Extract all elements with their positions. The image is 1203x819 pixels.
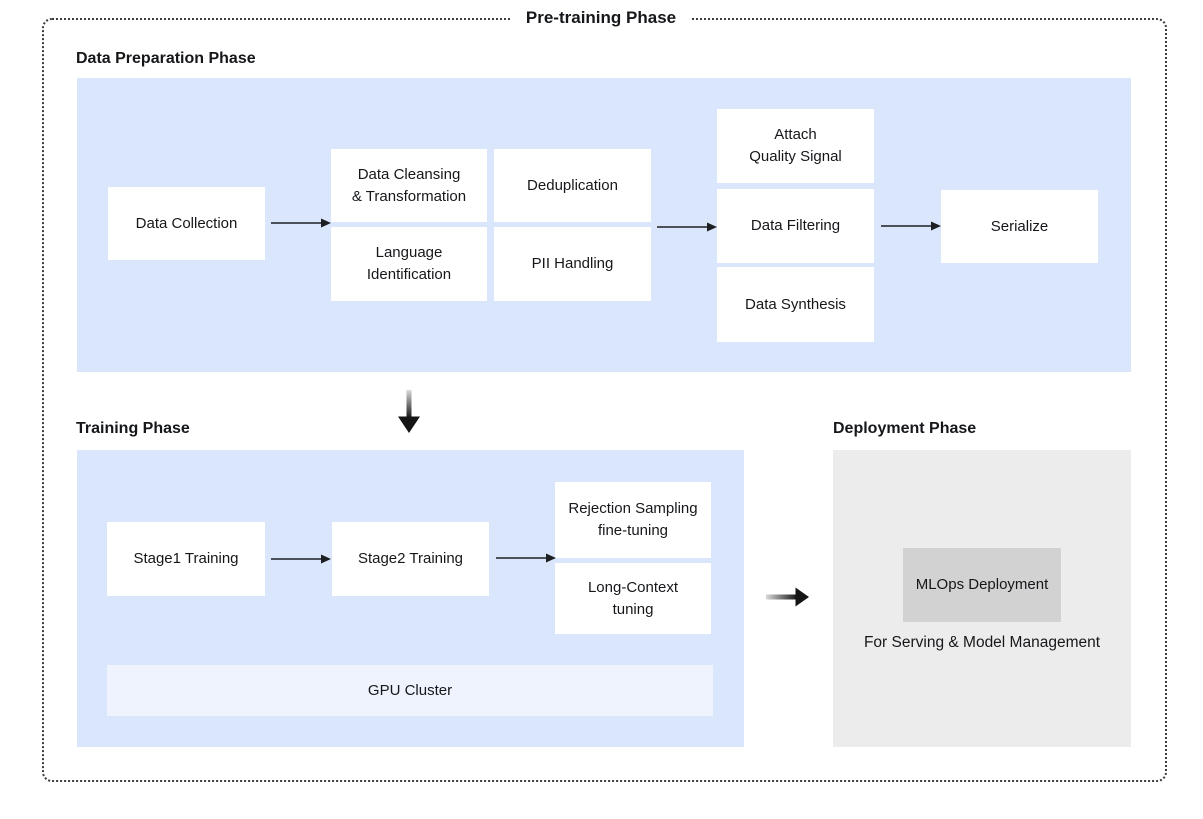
arrow-right-icon [271,218,331,228]
node-attach-quality-signal: Attach Quality Signal [717,109,874,183]
pretraining-phase-title: Pre-training Phase [511,8,691,28]
node-pii-handling: PII Handling [494,227,651,301]
deployment-caption: For Serving & Model Management [863,634,1101,651]
node-stage2-training: Stage2 Training [332,522,489,596]
arrow-right-icon [881,221,941,231]
node-data-synthesis: Data Synthesis [717,267,874,342]
data-preparation-label: Data Preparation Phase [76,50,256,67]
node-data-cleansing: Data Cleansing & Transformation [331,149,487,222]
node-deduplication: Deduplication [494,149,651,222]
arrow-right-icon [657,222,717,232]
node-language-identification: Language Identification [331,227,487,301]
arrow-right-icon [766,587,809,607]
arrow-down-icon [398,390,420,433]
node-gpu-cluster: GPU Cluster [107,665,713,716]
node-data-filtering: Data Filtering [717,189,874,263]
arrow-right-icon [496,553,556,563]
node-mlops-deployment: MLOps Deployment [903,548,1061,622]
arrow-right-icon [271,554,331,564]
node-serialize: Serialize [941,190,1098,263]
node-rejection-sampling: Rejection Sampling fine-tuning [555,482,711,558]
node-long-context-tuning: Long-Context tuning [555,563,711,634]
node-stage1-training: Stage1 Training [107,522,265,596]
node-data-collection: Data Collection [108,187,265,260]
training-phase-label: Training Phase [76,420,190,437]
deployment-phase-label: Deployment Phase [833,420,977,437]
